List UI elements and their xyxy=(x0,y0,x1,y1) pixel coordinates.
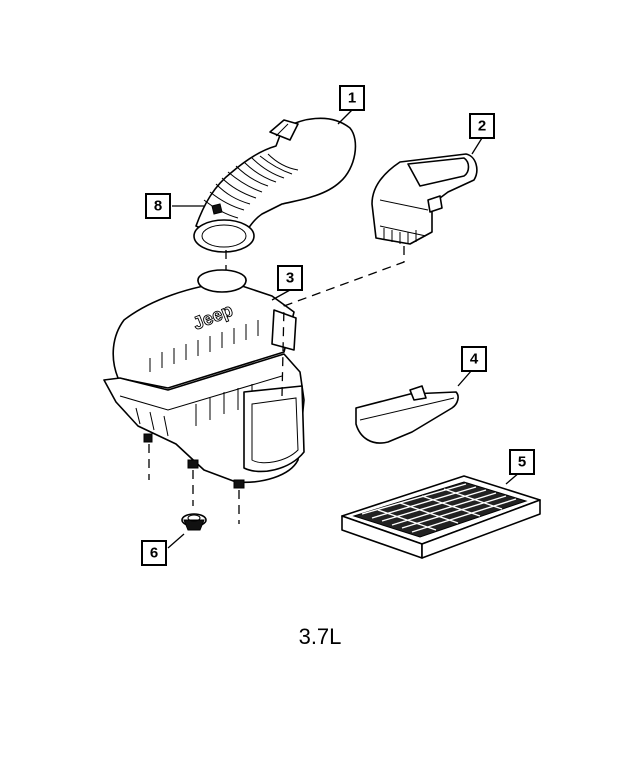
svg-text:4: 4 xyxy=(470,351,479,368)
callout-1: 1 xyxy=(339,85,365,111)
leader-4 xyxy=(457,369,473,387)
leader-3 xyxy=(271,289,291,301)
callout-2: 2 xyxy=(469,113,495,139)
air-intake-hose xyxy=(193,117,357,253)
air-intake-duct xyxy=(371,153,478,245)
leader-2 xyxy=(471,137,483,155)
svg-text:8: 8 xyxy=(154,198,162,215)
grommet xyxy=(181,513,207,531)
callout-6: 6 xyxy=(141,540,167,566)
svg-text:2: 2 xyxy=(478,118,486,135)
leader-6 xyxy=(167,533,185,549)
svg-text:5: 5 xyxy=(518,454,526,471)
engine-caption: 3.7L xyxy=(298,624,342,649)
svg-text:1: 1 xyxy=(348,90,356,107)
air-filter-element xyxy=(341,475,541,559)
callout-4: 4 xyxy=(461,346,487,372)
callout-5: 5 xyxy=(509,449,535,475)
callout-8: 8 xyxy=(145,193,171,219)
callout-3: 3 xyxy=(277,265,303,291)
leader-1 xyxy=(337,109,353,125)
air-box-seal xyxy=(355,385,459,444)
svg-text:6: 6 xyxy=(150,545,158,562)
air-cleaner-housing xyxy=(103,269,305,524)
svg-text:3: 3 xyxy=(286,270,294,287)
duct-connection-line xyxy=(281,246,405,397)
